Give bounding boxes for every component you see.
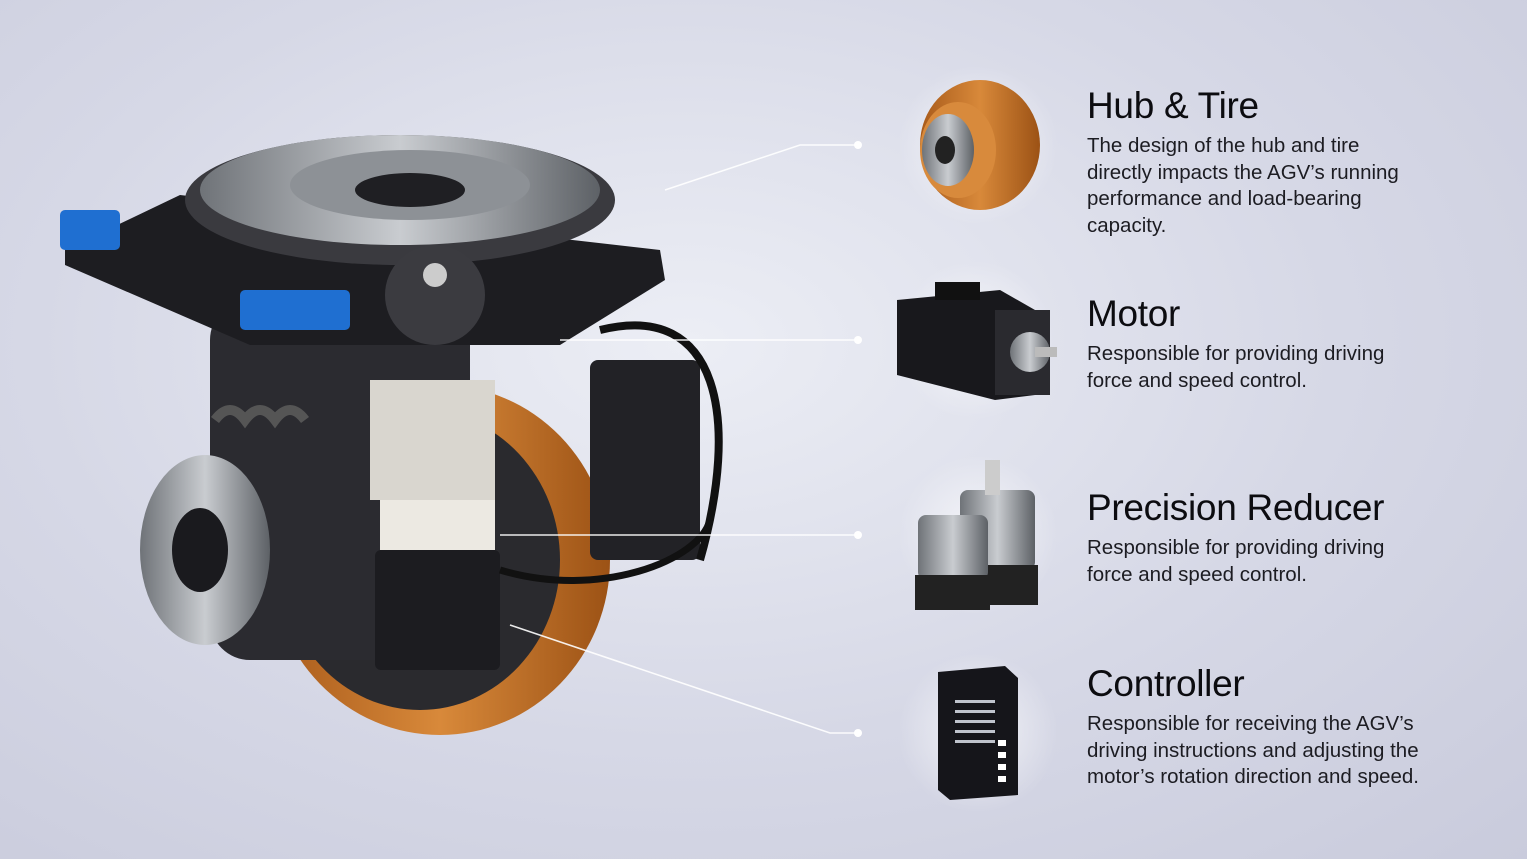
pinion-gear <box>385 245 485 345</box>
controller-body <box>590 360 700 560</box>
leader-dot <box>854 729 862 737</box>
component-description: Responsible for receiving the AGV’s driv… <box>1087 712 1419 788</box>
component-description: Responsible for providing driving force … <box>1087 536 1385 586</box>
component-title: Precision Reducer <box>1087 487 1385 528</box>
component-controller: Controller Responsible for receiving the… <box>1087 663 1507 791</box>
leader-dot <box>854 141 862 149</box>
component-hub-tire: Hub & Tire The design of the hub and tir… <box>1087 85 1507 239</box>
spring <box>211 405 309 429</box>
component-description: The design of the hub and tire directly … <box>1087 134 1399 237</box>
servo-motor-icon <box>895 260 1057 420</box>
component-precision-reducer: Precision Reducer Responsible for provid… <box>1087 487 1507 588</box>
gear-reducer-icon <box>898 455 1058 615</box>
leader-dot <box>854 531 862 539</box>
leader-line-controller <box>509 624 858 734</box>
controller-icon <box>898 653 1058 813</box>
component-description: Responsible for providing driving force … <box>1087 342 1385 392</box>
motor-body <box>375 550 500 670</box>
blue-sensor <box>60 210 120 250</box>
blue-sensor <box>240 290 350 330</box>
component-title: Motor <box>1087 293 1181 334</box>
leader-line-hub <box>664 144 858 191</box>
component-motor: Motor Responsible for providing driving … <box>1087 293 1507 394</box>
reducer-body <box>370 380 495 500</box>
component-title: Controller <box>1087 663 1245 704</box>
leader-dot <box>854 336 862 344</box>
wheel-icon <box>898 65 1058 225</box>
component-title: Hub & Tire <box>1087 85 1259 126</box>
agv-drive-wheel-assembly <box>60 135 723 735</box>
